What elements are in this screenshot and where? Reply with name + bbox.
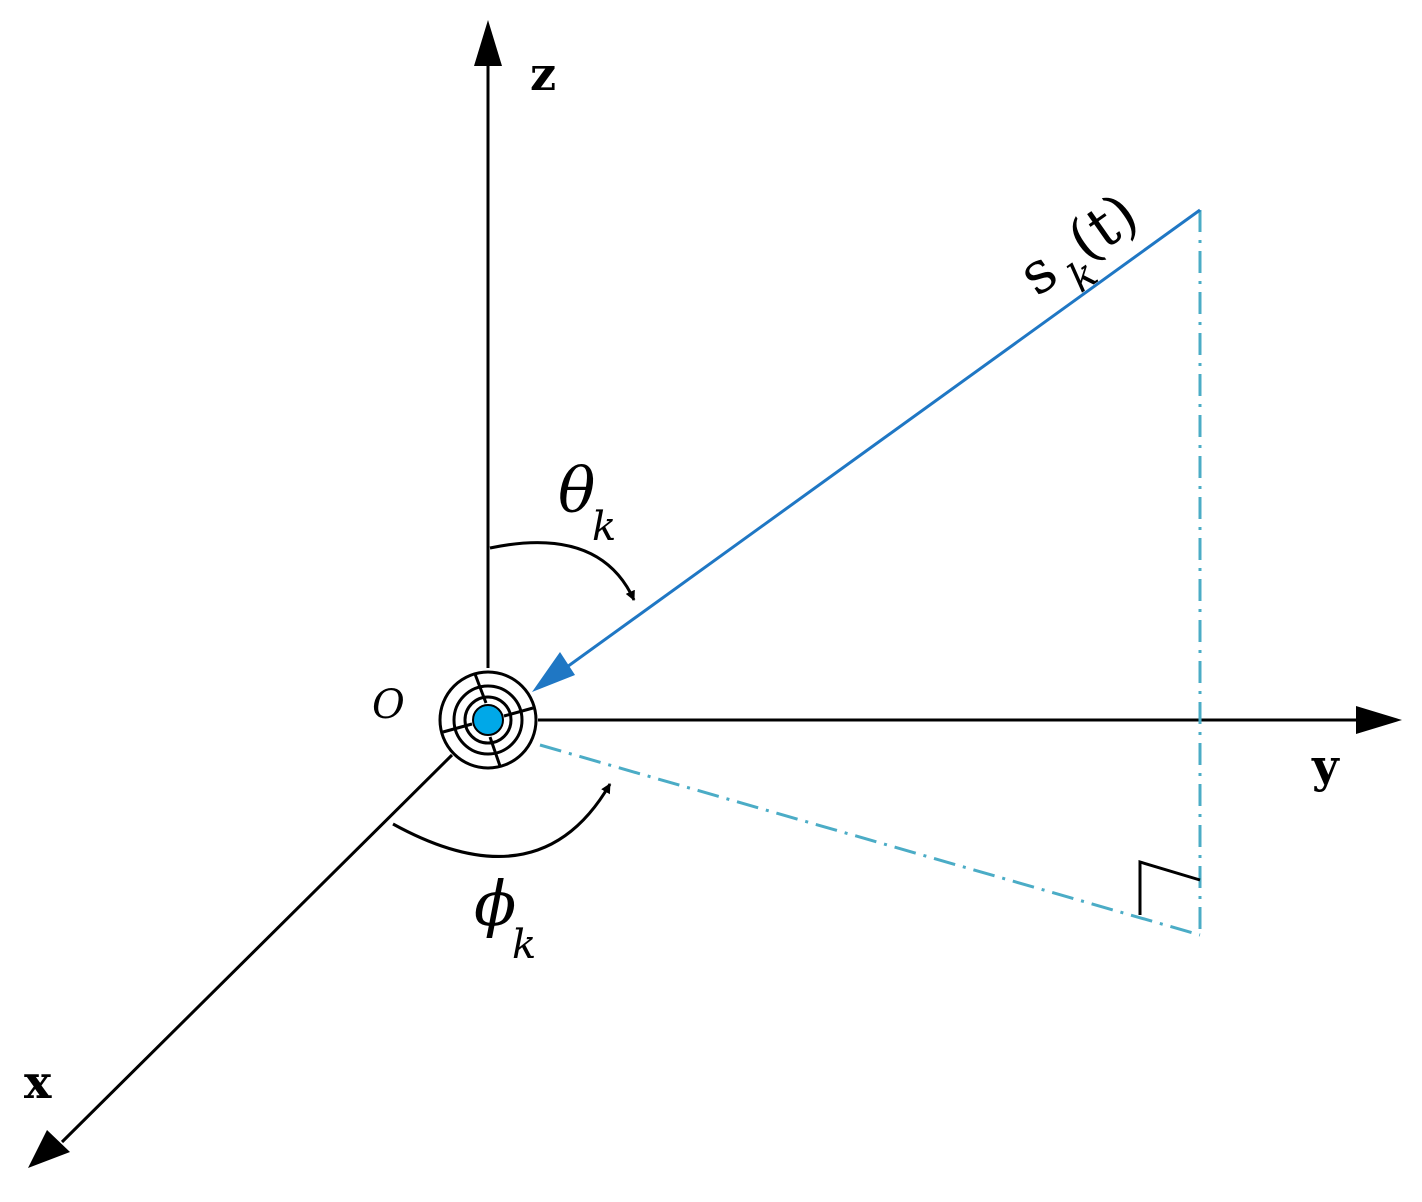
ground-projection-line [539,743,1201,937]
theta-subscript: k [592,504,616,550]
signal-ray-arrowhead [532,652,575,692]
phi-angle-arc [392,783,612,858]
projection-lines [539,210,1202,937]
x-axis-arrowhead [28,1130,70,1168]
phi-label: ϕ k [474,867,536,968]
y-axis-label: y [1311,739,1340,793]
signal-ray [532,208,1201,692]
y-axis-arrowhead [1356,706,1402,734]
y-axis [538,706,1402,734]
signal-symbol: s [1006,236,1069,309]
phi-symbol: ϕ [474,867,516,940]
right-angle-marker [1138,859,1201,915]
x-axis [28,753,454,1168]
signal-label: s k (t) [1006,179,1150,309]
sensor-array-icon [438,670,538,770]
z-axis-label: z [530,47,556,101]
theta-angle-arc [489,541,636,601]
theta-label: θ k [558,454,616,550]
phi-subscript: k [512,922,536,968]
sensor-dot [472,704,504,736]
z-axis-arrowhead [474,20,502,66]
x-axis-label: x [24,1055,52,1109]
z-axis [474,20,502,668]
origin-label: O [372,682,405,728]
theta-symbol: θ [558,454,595,527]
